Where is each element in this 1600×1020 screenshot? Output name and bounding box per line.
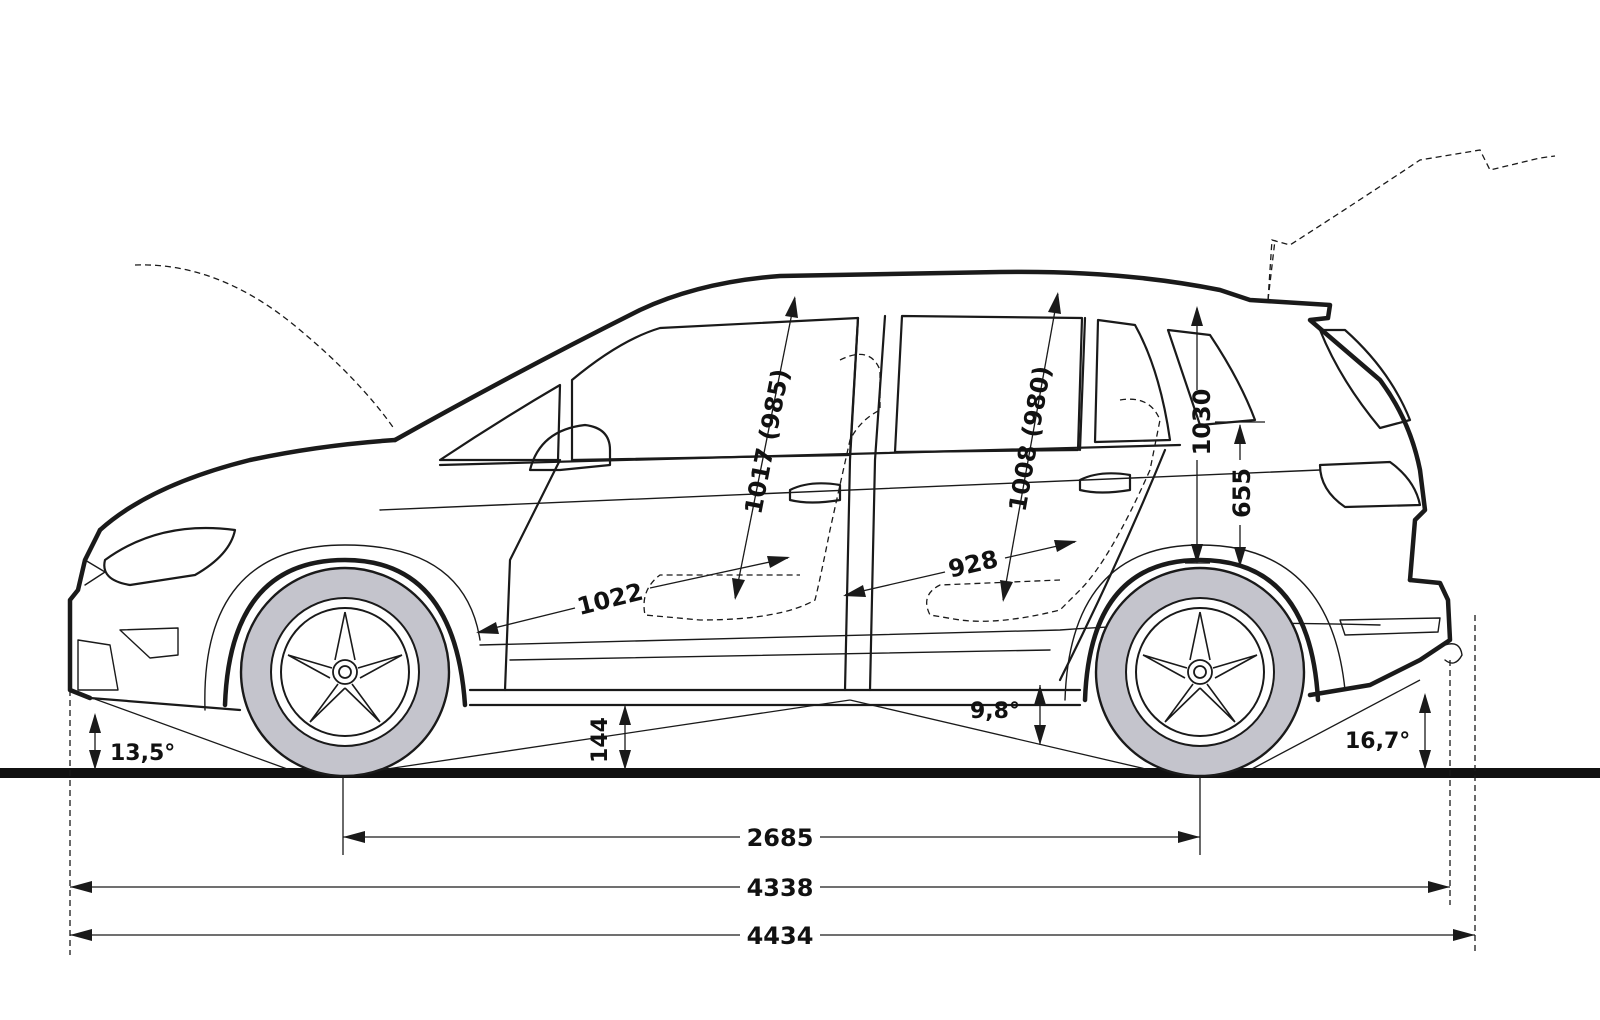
approach-angle-dimension: 13,5° — [89, 713, 175, 770]
grille — [84, 559, 106, 586]
lower-grille — [77, 639, 119, 691]
rear-wheel-icon — [1094, 566, 1306, 778]
rear-door-window — [893, 314, 1084, 454]
ground-clearance-label: 144 — [588, 717, 613, 763]
rear-headroom-label: 1008 (980) — [1004, 364, 1057, 514]
front-quarter-window — [438, 383, 562, 462]
rear-window — [1318, 328, 1412, 430]
fog-light — [119, 627, 179, 659]
length-label: 4338 — [747, 874, 814, 902]
front-legroom-label: 1022 — [574, 578, 646, 621]
taillight — [1318, 460, 1422, 509]
wheelbase-label: 2685 — [747, 824, 814, 852]
rear-headroom-dimension: 1008 (980) — [1000, 292, 1061, 602]
rear-reflector — [1339, 617, 1441, 636]
rear-seat-outline — [926, 398, 1161, 622]
tow-hook — [1444, 643, 1463, 664]
front-door-window — [570, 316, 860, 462]
front-seat-outline — [643, 353, 881, 621]
sill-height-label: 655 — [1228, 468, 1256, 518]
front-wheel-icon — [239, 566, 451, 778]
departure-angle-label: 16,7° — [1345, 729, 1410, 754]
ramp-angle-label: 9,8° — [970, 699, 1020, 724]
total-length-dimension: 4434 — [70, 922, 1475, 950]
car-body — [67, 269, 1463, 712]
rear-door-handle — [1078, 472, 1132, 494]
ramp-angle-line-front — [379, 699, 851, 771]
ground-clearance-dimension: 144 — [588, 705, 631, 770]
open-hood-outline — [134, 264, 396, 431]
rear-legroom-label: 928 — [946, 545, 1001, 584]
departure-angle-dimension: 16,7° — [1345, 693, 1431, 770]
ramp-angle-line-rear — [849, 699, 1151, 771]
approach-angle-label: 13,5° — [110, 741, 175, 766]
headlight — [103, 526, 237, 587]
length-dimension: 4338 — [70, 874, 1450, 902]
open-tailgate-outline — [1267, 149, 1556, 301]
wheelbase-dimension: 2685 — [343, 824, 1200, 852]
ramp-angle-dimension: 9,8° — [970, 685, 1046, 745]
departure-angle-line — [1249, 679, 1421, 771]
approach-angle-line — [69, 689, 291, 771]
front-headroom-label: 1017 (985) — [739, 367, 795, 517]
rear-side-window — [1166, 328, 1257, 427]
rear-legroom-dimension: 928 — [843, 540, 1077, 597]
boot-height-label: 1030 — [1188, 389, 1216, 456]
front-legroom-dimension: 1022 — [476, 556, 790, 634]
side-mirror — [528, 423, 612, 472]
front-headroom-dimension: 1017 (985) — [732, 296, 798, 600]
rear-quarter-window — [1093, 318, 1172, 444]
boot-height-dimension: 1030 — [1185, 306, 1216, 564]
front-door-handle — [788, 482, 842, 504]
sill-height-dimension: 655 — [1215, 421, 1265, 567]
total-length-label: 4434 — [747, 922, 814, 950]
